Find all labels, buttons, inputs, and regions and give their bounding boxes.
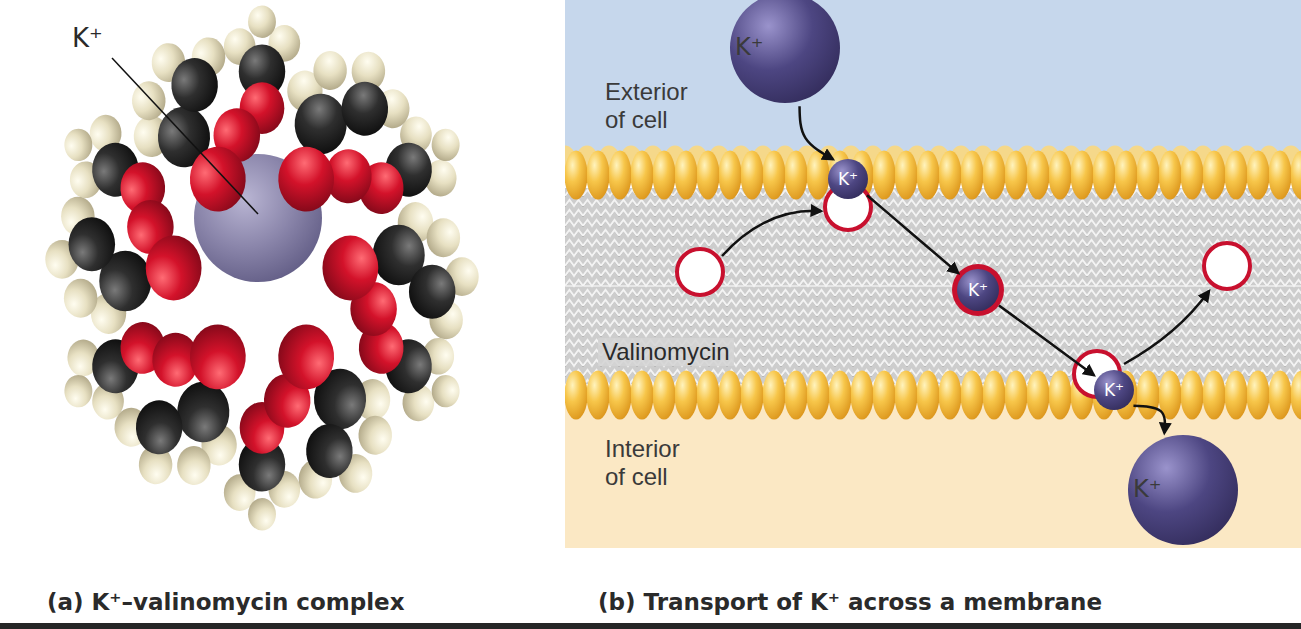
valinomycin-residue (322, 202, 478, 339)
valinomycin-ring (1204, 243, 1250, 289)
ion-label: K⁺ (1133, 476, 1233, 504)
complex-inner (45, 14, 478, 521)
valinomycin-ring (677, 249, 723, 295)
interior-region: Interior of cellK⁺ (565, 425, 1301, 548)
valinomycin-residue (239, 296, 419, 522)
valinomycin-residue (105, 14, 285, 240)
ion-label: K⁺ (735, 34, 835, 62)
region-label: Interior of cell (605, 435, 705, 490)
region-label: Exterior of cell (605, 78, 705, 133)
molecule-label: Valinomycin (598, 338, 734, 366)
potassium-ion: K⁺ (828, 159, 868, 199)
valinomycin-residue (45, 197, 201, 334)
ion-callout: K⁺ (72, 24, 103, 54)
bilayer-midline (565, 285, 1301, 287)
transport-arrow (800, 106, 833, 159)
bottom-rule (0, 623, 1301, 629)
potassium-ion: K⁺ (957, 269, 999, 311)
carrier-arrow (1124, 291, 1209, 364)
ion-label: K⁺ (968, 282, 988, 299)
ion-label: K⁺ (1104, 382, 1124, 399)
lipid-heads-outer (565, 150, 1301, 200)
potassium-ion: K⁺ (1094, 370, 1134, 410)
valinomycin-ring (952, 264, 1004, 316)
transport-arrow (1133, 406, 1164, 433)
valinomycin-residue (243, 17, 423, 243)
lipid-heads-inner (565, 370, 1301, 420)
hydrophobic-core (565, 188, 1301, 384)
carrier-arrow (722, 211, 821, 256)
ion-label: K⁺ (838, 171, 858, 188)
transport-arrow (867, 195, 958, 273)
leader-line (112, 58, 258, 214)
potassium-ion: K⁺ (1128, 435, 1238, 545)
panel-caption: (b) Transport of K⁺ across a membrane (598, 589, 1102, 615)
valinomycin-residue (100, 293, 280, 519)
transport-arrow (999, 305, 1094, 375)
potassium-ion: K⁺ (730, 0, 840, 103)
panel-caption: (a) K⁺–valinomycin complex (47, 589, 405, 615)
exterior-region: Exterior of cell K⁺ (565, 0, 1301, 145)
